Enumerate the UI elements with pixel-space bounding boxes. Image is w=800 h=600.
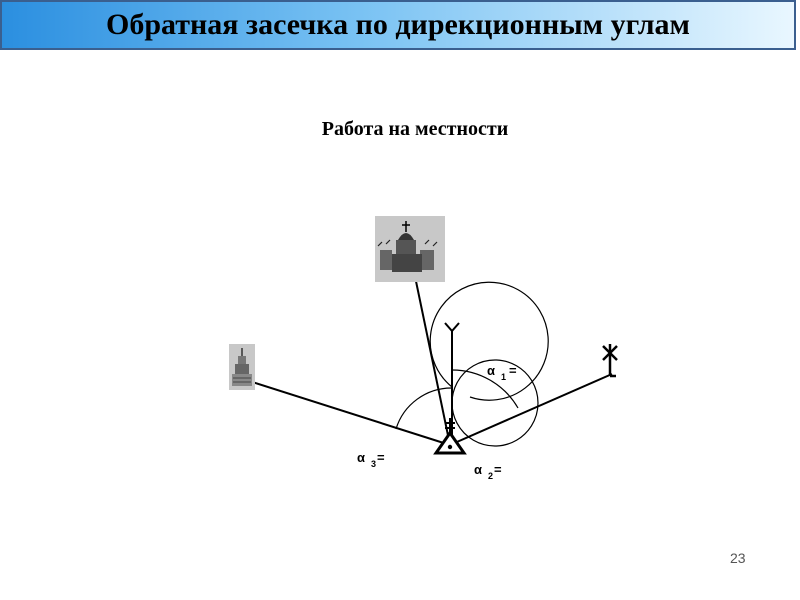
angle-3-symbol: α (357, 450, 365, 465)
angle-1-index: 1 (501, 372, 506, 382)
angle-arc-3 (452, 360, 538, 446)
angle-label-2: α 2 = (474, 462, 502, 481)
angle-1-equals: = (509, 363, 517, 378)
angle-2-symbol: α (474, 462, 482, 477)
angle-label-3: α 3 = (357, 450, 385, 469)
angle-label-1: α 1 = (487, 363, 517, 382)
angle-arc-3-outer (396, 388, 452, 429)
direction-lines (246, 262, 612, 445)
line-to-church (412, 262, 450, 445)
north-direction-arrow-icon (445, 323, 459, 331)
angle-2-equals: = (494, 462, 502, 477)
angle-2-index: 2 (488, 471, 493, 481)
tower-landmark-icon (229, 344, 255, 390)
angle-1-symbol: α (487, 363, 495, 378)
survey-station-triangle-icon (436, 418, 464, 453)
church-landmark-icon (375, 216, 445, 282)
line-to-tower (246, 380, 450, 445)
angle-arc-2 (430, 282, 548, 400)
page-number: 23 (730, 550, 746, 566)
antenna-mast-icon (603, 344, 617, 376)
angle-3-index: 3 (371, 459, 376, 469)
angle-arcs (396, 282, 548, 446)
angle-3-equals: = (377, 450, 385, 465)
line-to-mast (450, 374, 612, 445)
